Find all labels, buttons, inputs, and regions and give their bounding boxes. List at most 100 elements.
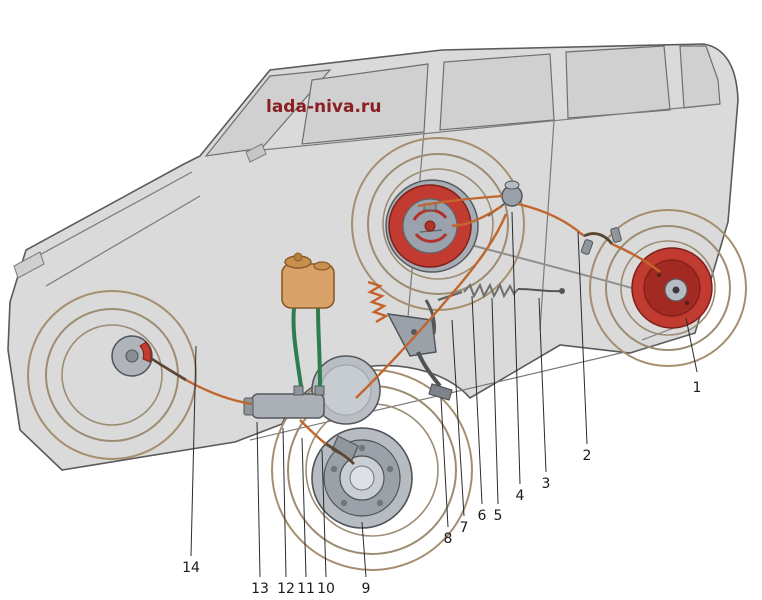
callout-13: 13	[251, 581, 269, 597]
side-mirror	[245, 143, 267, 163]
wheel-bolt-1	[358, 444, 366, 452]
rear-axle	[451, 239, 647, 293]
reservoir-body	[281, 263, 335, 309]
front-left-brake-red	[139, 341, 152, 363]
leader-line-2	[577, 231, 588, 445]
pipe-rear-main	[355, 213, 508, 399]
leader-line-1	[685, 317, 698, 373]
callout-11: 11	[297, 581, 315, 597]
booster-master-cylinder	[243, 355, 381, 425]
rear-right-lug-2	[684, 300, 690, 306]
callout-3: 3	[542, 476, 551, 492]
leader-line-13	[256, 421, 261, 578]
pedal-pad	[428, 383, 453, 401]
rear-left-shoe-bottom	[414, 233, 448, 243]
leader-line-3	[538, 297, 547, 473]
pipe-rear-left	[451, 205, 503, 228]
flex-rear-right	[583, 232, 614, 245]
wheel-bolt-3	[376, 499, 384, 507]
front-right-hub-assembly	[311, 427, 413, 529]
leader-line-4	[511, 211, 521, 485]
wheel-bolt-2	[386, 465, 394, 473]
door-seam-rear	[539, 119, 555, 331]
callout-4: 4	[516, 488, 525, 504]
front-left-brake-hub	[125, 349, 139, 363]
callout-9: 9	[362, 581, 371, 597]
rear-left-hub-center	[424, 220, 436, 232]
callout-10: 10	[317, 581, 335, 597]
reservoir-hose-1	[291, 307, 303, 387]
brake-pipes	[151, 194, 661, 465]
rear-right-wheel-arch	[589, 209, 747, 367]
reservoir-cap-knob	[293, 252, 303, 262]
beltline	[261, 103, 721, 151]
front-caliper	[331, 435, 359, 461]
pipe-front-left	[185, 378, 253, 406]
leader-line-11	[301, 437, 307, 578]
pedal-pivot	[411, 329, 417, 335]
hose-bracket-1	[580, 239, 594, 255]
reservoir-hose-2	[316, 307, 322, 387]
callout-7: 7	[460, 520, 469, 536]
cable-end-fitting	[559, 288, 565, 294]
pipe-upper-run	[417, 194, 503, 208]
pedal-arm	[416, 351, 442, 388]
flex-front-left	[151, 357, 187, 382]
front-left-brake	[111, 335, 153, 377]
leader-line-5	[491, 297, 499, 505]
wheel-bolt-5	[330, 465, 338, 473]
fluid-reservoir	[281, 252, 335, 387]
callout-14: 14	[182, 560, 200, 576]
callout-6: 6	[478, 508, 487, 524]
leader-lines	[190, 211, 698, 578]
windshield	[204, 69, 332, 157]
watermark-text: lada-niva.ru	[266, 97, 381, 117]
rear-left-tire-outer	[367, 153, 509, 295]
reservoir-port-2	[314, 385, 325, 396]
regulator-cap	[504, 180, 520, 190]
hood-crease-2	[45, 195, 201, 287]
pipe-rear-right-end	[611, 242, 661, 273]
leader-line-9	[361, 521, 367, 578]
callout-1: 1	[693, 380, 702, 396]
leader-line-12	[282, 427, 287, 578]
callout-12: 12	[277, 581, 295, 597]
parking-cable	[517, 288, 561, 293]
rear-right-hub-center	[672, 286, 680, 294]
front-left-tire-inner	[61, 324, 163, 426]
hose-bracket-2	[610, 227, 622, 243]
side-window-front	[301, 63, 429, 145]
leader-line-8	[440, 397, 449, 528]
callout-5: 5	[494, 508, 503, 524]
hood-crease-1	[33, 171, 193, 259]
reservoir-cap-2	[313, 261, 331, 271]
master-cylinder-body	[251, 393, 325, 419]
rear-right-lug-1	[656, 272, 662, 278]
callout-8: 8	[444, 531, 453, 547]
leader-line-14	[190, 345, 197, 557]
wheel-bolt-4	[340, 499, 348, 507]
rear-right-tire-inner	[620, 240, 716, 336]
side-window-middle	[439, 53, 555, 131]
reservoir-port-1	[293, 385, 304, 396]
rear-left-tire-inner	[382, 168, 494, 280]
pipe-rear-right	[517, 202, 585, 237]
windows	[204, 45, 721, 157]
front-left-wheel-arch	[27, 290, 197, 460]
rear-hose-brackets	[580, 227, 622, 255]
front-hub-cap	[349, 465, 375, 491]
parking-spring	[463, 282, 519, 299]
master-cylinder-endcap	[243, 397, 254, 416]
rear-left-drum-brake	[385, 179, 479, 273]
flex-front-right	[325, 442, 355, 465]
side-window-rear	[565, 45, 671, 119]
headlight	[13, 251, 45, 279]
rear-right-tire-outer	[605, 225, 731, 351]
callout-2: 2	[583, 448, 592, 464]
rear-right-drum-brake	[631, 247, 713, 329]
pedal-return-spring	[367, 280, 389, 324]
car-body	[7, 43, 739, 471]
leader-line-10	[321, 449, 327, 578]
